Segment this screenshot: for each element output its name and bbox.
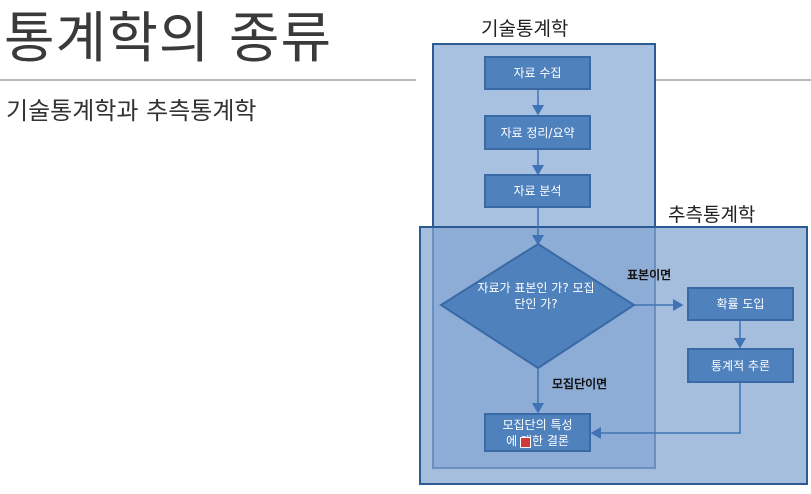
slide-subtitle: 기술통계학과 추측통계학 xyxy=(6,97,257,125)
edge-label-population: 모집단이면 xyxy=(552,377,608,391)
node-inference: 통계적 추론 xyxy=(687,348,794,383)
node-analyze: 자료 분석 xyxy=(484,174,591,208)
node-conclusion: 모집단의 특성 에 대한 결론 xyxy=(484,413,591,452)
title-divider xyxy=(0,79,416,81)
descriptive-stats-label: 기술통계학 xyxy=(481,18,569,40)
edge-label-sample: 표본이면 xyxy=(627,268,672,282)
node-collect: 자료 수집 xyxy=(484,56,591,90)
inferential-stats-label: 추측통계학 xyxy=(668,204,756,226)
title-divider-right xyxy=(655,79,811,81)
node-organize: 자료 정리/요약 xyxy=(484,115,591,150)
cursor-icon xyxy=(520,437,531,448)
node-decision-label: 자료가 표본인 가? 모집단인 가? xyxy=(477,281,595,311)
edge-inference-conclusion xyxy=(590,383,741,439)
slide-title: 통계학의 종류 xyxy=(4,6,333,70)
node-probability: 확률 도입 xyxy=(687,287,794,321)
decision-diamond xyxy=(439,242,636,370)
